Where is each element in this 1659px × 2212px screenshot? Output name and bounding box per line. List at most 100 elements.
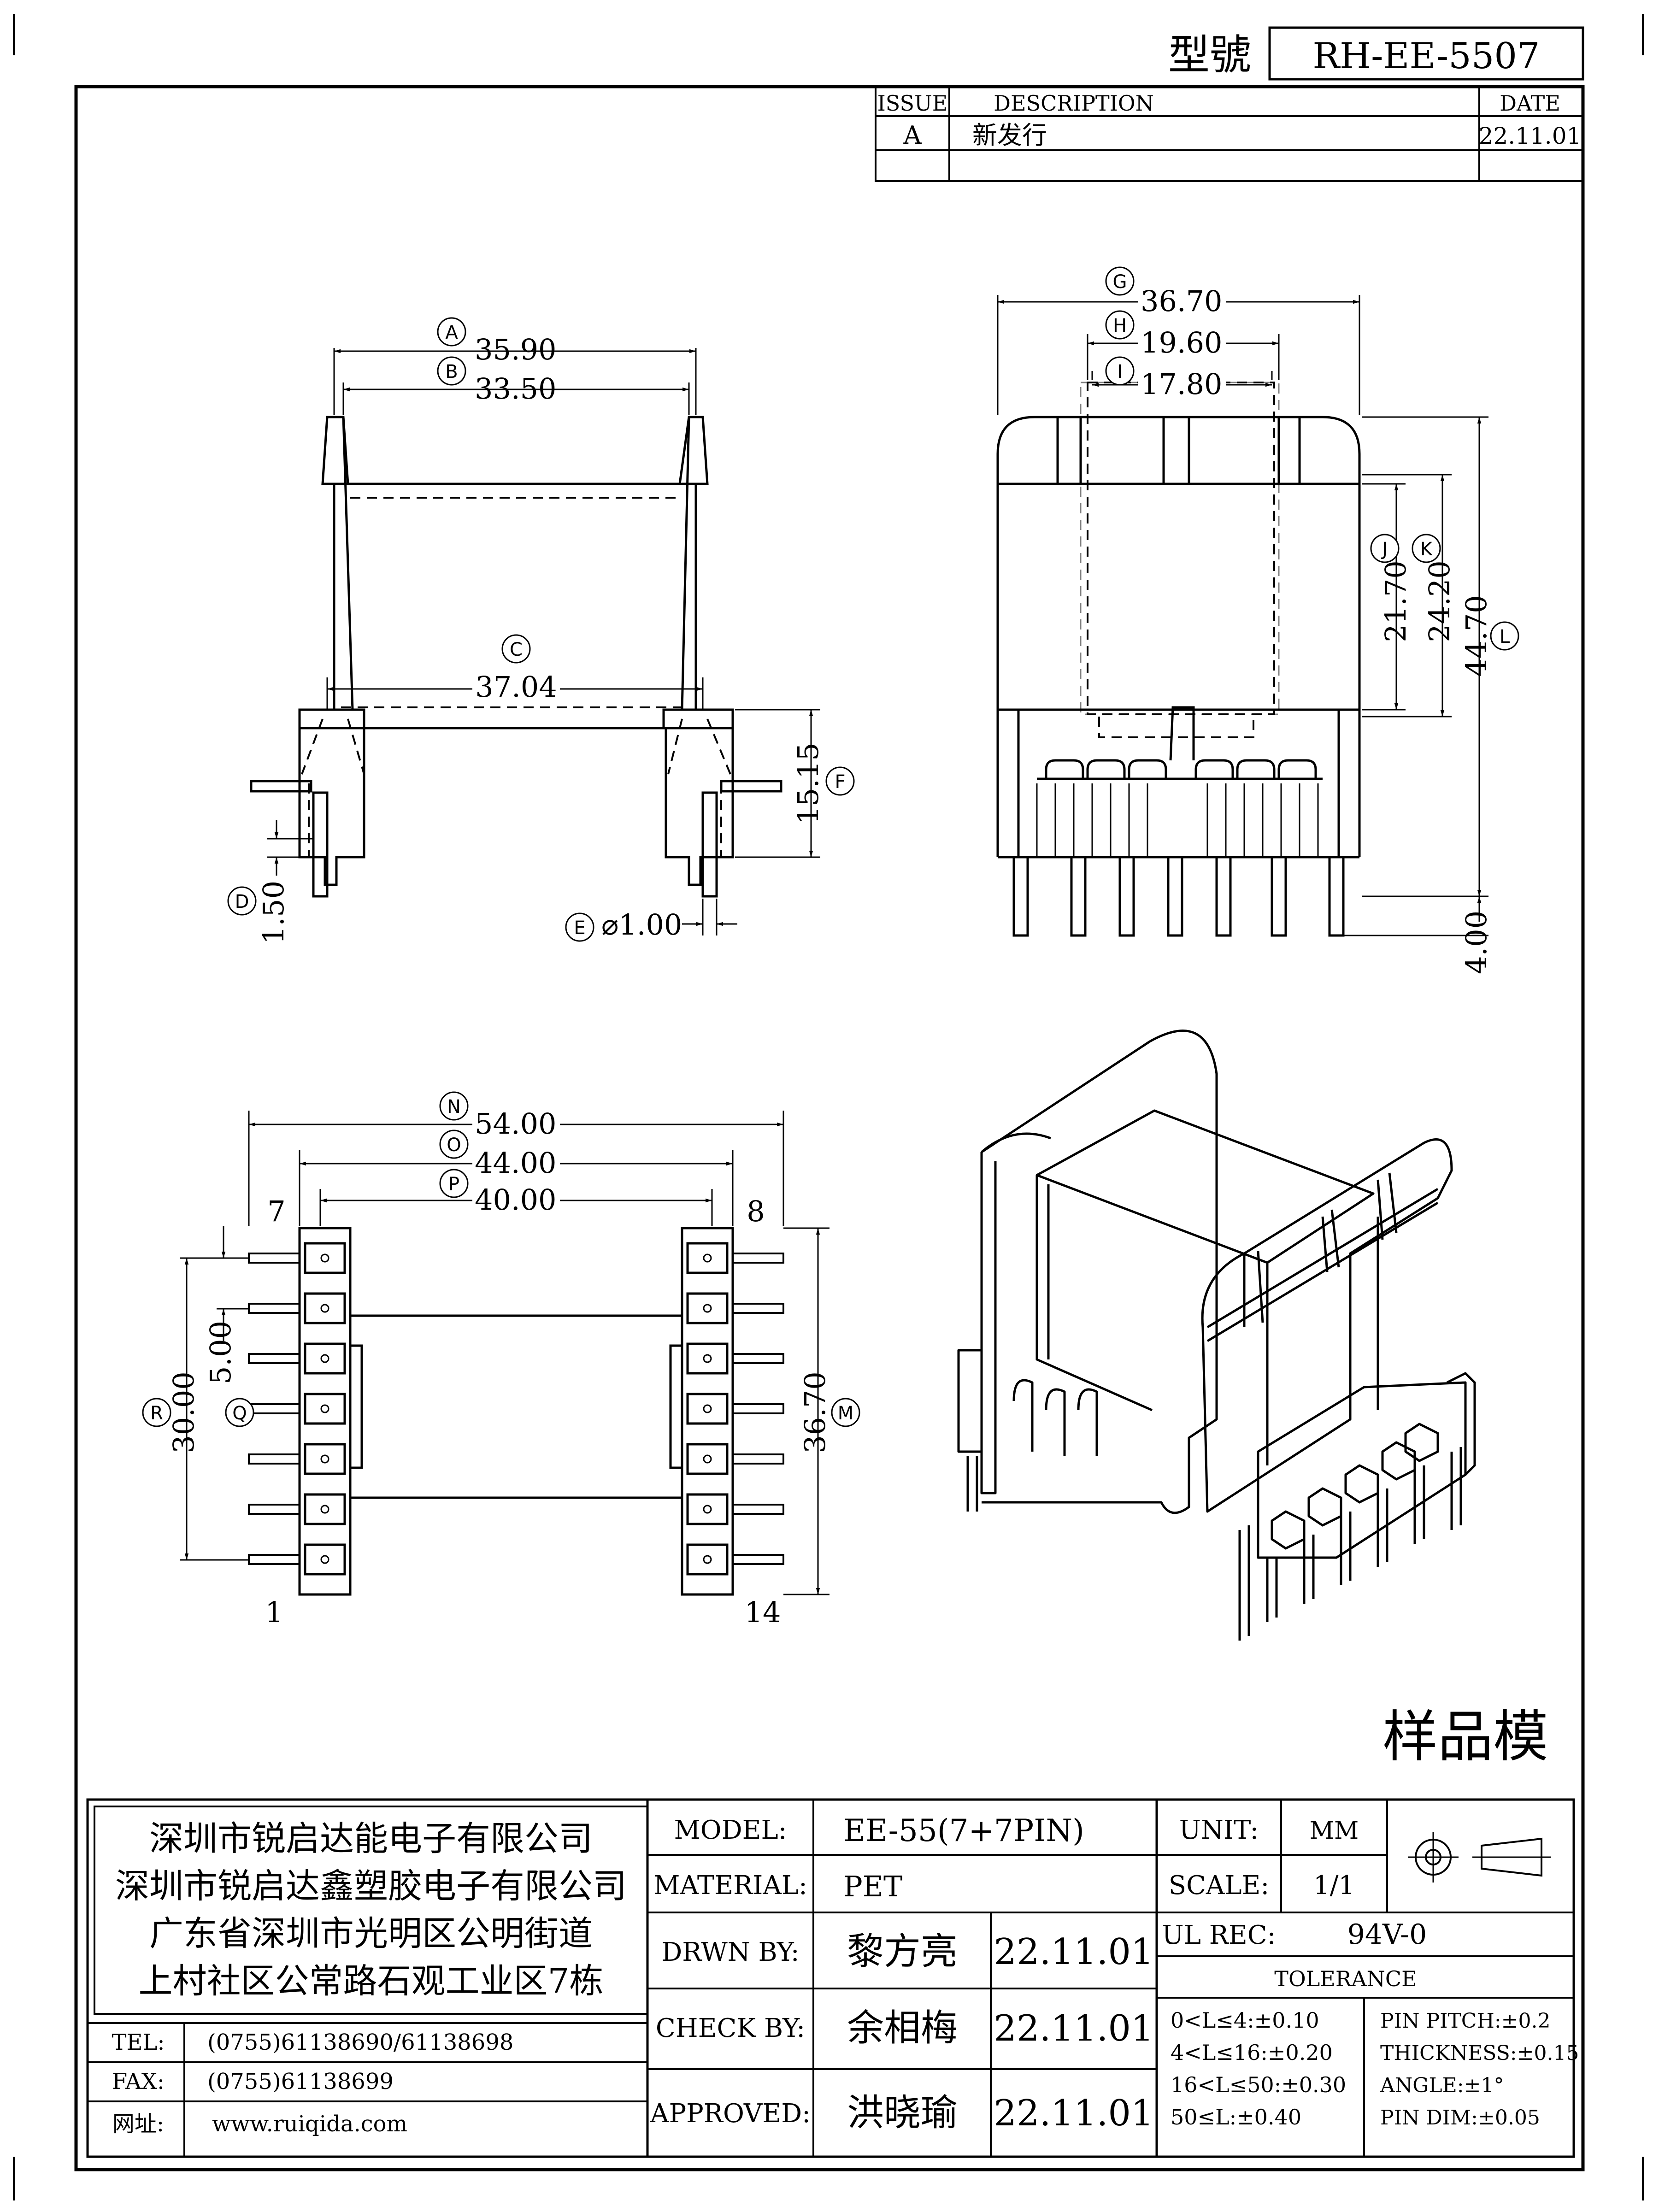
sheet-border — [13, 14, 1644, 2200]
dim-letter-n: N — [447, 1096, 461, 1118]
dim-value-b: 33.50 — [475, 372, 557, 406]
left-pin-hole — [320, 1354, 329, 1363]
fax-value: (0755)61138699 — [207, 2069, 394, 2094]
left-pin-lead — [248, 1303, 300, 1314]
dim-letter-a: A — [445, 322, 458, 343]
drawn-by-label: DRWN BY: — [661, 1937, 799, 1967]
side-view-dimensions — [997, 295, 1488, 936]
dim-letter-d: D — [235, 891, 249, 912]
dim-letter-m: M — [838, 1403, 854, 1424]
right-pin-hole — [703, 1253, 712, 1263]
dim-value-h: 19.60 — [1141, 326, 1223, 359]
left-pin-pad — [304, 1342, 346, 1375]
dim-value-g: 36.70 — [1141, 284, 1223, 318]
left-pin-hole — [320, 1555, 329, 1564]
right-pin-hole — [703, 1404, 712, 1413]
dim-value-j: 21.70 — [1379, 560, 1412, 642]
tolerance-pin-pitch: PIN PITCH:±0.2 — [1380, 2009, 1551, 2033]
dim-letter-g: G — [1113, 271, 1127, 293]
right-pin-lead — [732, 1504, 784, 1515]
right-pin-lead — [732, 1453, 784, 1465]
right-pin-lead — [732, 1253, 784, 1264]
website-label: 网址: — [112, 2111, 164, 2137]
company-name-2: 深圳市锐启达鑫塑胶电子有限公司 — [115, 1866, 627, 1906]
dim-value-a: 35.90 — [475, 333, 557, 366]
left-pin-pad — [304, 1292, 346, 1324]
right-pin-hole — [703, 1354, 712, 1363]
material-field-value: PET — [843, 1870, 902, 1903]
left-pin-row — [248, 1242, 346, 1576]
front-view-dimensions — [267, 348, 820, 935]
check-by-name: 余相梅 — [847, 2006, 958, 2049]
rev-issue-value: A — [903, 121, 922, 150]
left-pin-lead — [248, 1403, 300, 1414]
approved-by-label: APPROVED: — [650, 2099, 811, 2129]
bottom-view — [248, 1227, 784, 1596]
company-name-1: 深圳市锐启达能电子有限公司 — [149, 1819, 593, 1859]
dim-value-o: 44.00 — [475, 1146, 557, 1180]
tel-value: (0755)61138690/61138698 — [207, 2030, 513, 2055]
pin-number-8: 8 — [747, 1194, 765, 1228]
material-field-label: MATERIAL: — [653, 1871, 807, 1900]
dim-letter-c: C — [510, 639, 523, 660]
right-pin-hole — [703, 1454, 712, 1464]
model-number: RH-EE-5507 — [1312, 35, 1540, 77]
right-pin-pad — [686, 1342, 729, 1375]
dim-value-m: 36.70 — [798, 1371, 832, 1453]
left-pin-hole — [320, 1304, 329, 1313]
side-view — [996, 382, 1361, 937]
left-pin-pad — [304, 1393, 346, 1425]
front-view — [250, 416, 782, 898]
tolerance-range-4: 50≤L:±0.40 — [1171, 2105, 1301, 2130]
drawn-by-name: 黎方亮 — [847, 1930, 958, 1973]
check-by-label: CHECK BY: — [656, 2013, 805, 2043]
dim-value-n: 54.00 — [475, 1107, 557, 1141]
right-pin-pad — [686, 1493, 729, 1525]
dim-value-c: 37.04 — [475, 670, 557, 704]
fax-label: FAX: — [112, 2069, 165, 2094]
dim-letter-h: H — [1113, 315, 1127, 336]
dim-value-k: 24.20 — [1423, 560, 1456, 642]
sample-label: 样品模 — [1382, 1705, 1548, 1769]
tolerance-range-3: 16<L≤50:±0.30 — [1171, 2072, 1346, 2097]
tolerance-angle: ANGLE:±1° — [1380, 2074, 1504, 2097]
scale-label: SCALE: — [1169, 1871, 1270, 1900]
dim-letter-e: E — [574, 918, 585, 939]
model-label: 型號 — [1168, 31, 1251, 79]
revision-table: ISSUE DESCRIPTION DATE A 新发行 22.11.01 — [875, 86, 1584, 182]
tel-label: TEL: — [112, 2030, 165, 2055]
unit-label: UNIT: — [1179, 1815, 1259, 1845]
scale-value: 1/1 — [1313, 1871, 1355, 1900]
rev-date-value: 22.11.01 — [1479, 123, 1582, 149]
right-pin-hole — [703, 1304, 712, 1313]
right-pin-lead — [732, 1554, 784, 1565]
right-pin-hole — [703, 1505, 712, 1514]
ul-rec-value: 94V-0 — [1347, 1918, 1427, 1951]
dim-letter-r: R — [150, 1403, 163, 1424]
dim-value-p: 40.00 — [475, 1183, 557, 1217]
dim-value-d: 1.50 — [257, 881, 290, 944]
dim-value-pin-length: 4.00 — [1459, 911, 1493, 974]
left-pin-lead — [248, 1253, 300, 1264]
left-pin-lead — [248, 1504, 300, 1515]
left-pin-pad — [304, 1443, 346, 1475]
right-pin-lead — [732, 1353, 784, 1364]
left-pin-lead — [248, 1353, 300, 1364]
right-pin-row — [686, 1242, 784, 1576]
drawn-by-date: 22.11.01 — [994, 1931, 1153, 1973]
tolerance-thickness: THICKNESS:±0.15 — [1380, 2041, 1579, 2065]
front-view-dim-labels: A 35.90 B 33.50 C 37.04 15.15 F D 1.50 E… — [227, 317, 855, 944]
pin-number-1: 1 — [265, 1595, 283, 1629]
title-block — [86, 1798, 1575, 2158]
company-address-2: 上村社区公常路石观工业区7栋 — [138, 1961, 603, 2001]
dim-letter-b: B — [445, 361, 458, 382]
ul-rec-label: UL REC: — [1162, 1920, 1276, 1950]
tolerance-pin-dim: PIN DIM:±0.05 — [1380, 2106, 1540, 2130]
dim-letter-i: I — [1117, 361, 1123, 382]
pin-number-14: 14 — [745, 1595, 781, 1629]
dim-letter-o: O — [447, 1135, 461, 1156]
dim-letter-j: J — [1381, 539, 1388, 560]
left-pin-hole — [320, 1404, 329, 1413]
left-pin-hole — [320, 1505, 329, 1514]
tolerance-heading: TOLERANCE — [1274, 1966, 1417, 1991]
